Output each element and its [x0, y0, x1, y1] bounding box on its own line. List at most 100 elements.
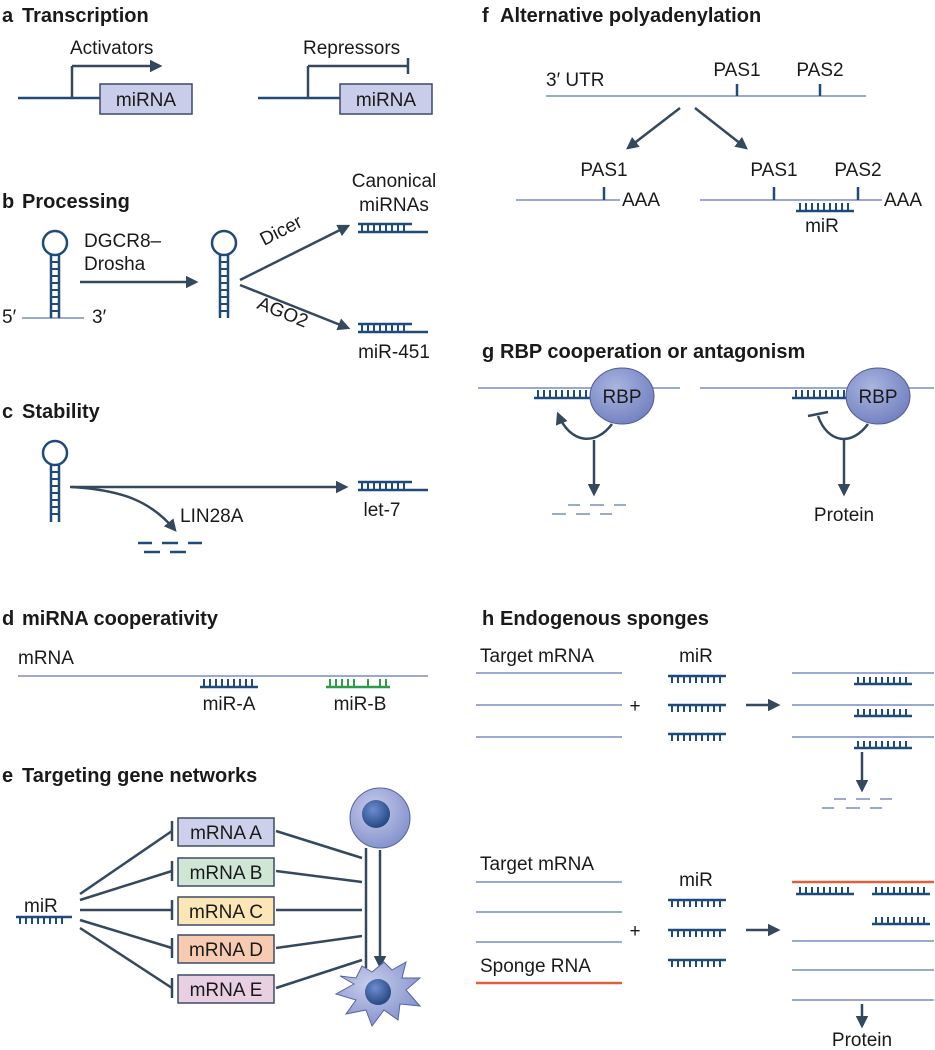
aaa-long: AAA [884, 190, 922, 211]
g-degraded-fragments [552, 504, 626, 515]
target-box-label-1: mRNA A [190, 823, 262, 844]
g-protein-label: Protein [814, 505, 874, 526]
panel-d-title: miRNA cooperativity [22, 608, 219, 630]
target-box-5 [177, 974, 275, 1004]
pas1-label-top: PAS1 [713, 60, 760, 81]
panel-h-letter: h [482, 608, 494, 630]
canonical-duplex-rungs [361, 224, 405, 232]
mirna-box-2-label: miRNA [356, 90, 416, 111]
panel-f-title: Alternative polyadenylation [500, 5, 761, 27]
pri-mirna-rungs [51, 261, 59, 312]
panel-c-title: Stability [22, 401, 101, 423]
panel-e: e Targeting gene networks miR mRNA AmRNA… [2, 765, 422, 1028]
target-box-1 [177, 817, 275, 847]
utr-label: 3′ UTR [546, 70, 604, 91]
e-convergence-lines [275, 829, 368, 990]
drosha-label: Drosha [84, 254, 146, 275]
rbp-left-label: RBP [602, 387, 641, 408]
h-free-mir-2-1 [668, 898, 726, 907]
h-free-mir-1-1 [668, 674, 726, 683]
panel-c: c Stability LIN28A let-7 [2, 401, 428, 554]
rbp-cooperation-arrow [555, 411, 614, 440]
h-bound-mir-1-3 [854, 741, 912, 750]
h-plus-2: + [629, 921, 640, 942]
panel-f: f Alternative polyadenylation 3′ UTR PAS… [482, 5, 922, 237]
panel-g: g RBP cooperation or antagonism RBP RBP … [478, 341, 934, 526]
stability-rungs [51, 471, 59, 515]
mir-a-label: miR-A [203, 694, 256, 715]
panel-d: d miRNA cooperativity mRNA miR-A miR-B [2, 608, 428, 715]
target-box-label-5: mRNA E [190, 980, 263, 1001]
h-bound-mirs-1 [854, 677, 912, 750]
e-inhibition-lines [79, 821, 174, 998]
h-free-mir-2-2 [668, 928, 726, 937]
h-target-mrna-label-2: Target mRNA [480, 854, 594, 875]
mir451-duplex-rungs [361, 324, 405, 332]
altered-cell-nucleus [365, 979, 391, 1005]
stability-loop [41, 439, 69, 467]
repressors-label: Repressors [303, 38, 400, 59]
h-degraded-fragments [822, 798, 892, 809]
h-bound-mir-1-1 [854, 677, 912, 686]
panel-g-letter: g [482, 341, 494, 363]
short-utr-arrow [626, 107, 681, 150]
panel-e-title: Targeting gene networks [22, 765, 257, 787]
h-plus-1: + [629, 696, 640, 717]
mir451-label: miR-451 [358, 342, 430, 363]
degraded-fragments [138, 541, 202, 554]
sponge-rna-label: Sponge RNA [480, 956, 591, 977]
ago2-arrow [239, 283, 351, 331]
target-box-label-4: mRNA D [189, 940, 263, 961]
mrna-label: mRNA [18, 648, 74, 669]
activators-label: Activators [70, 38, 153, 59]
panel-a-letter: a [2, 5, 14, 27]
panel-g-title: RBP cooperation or antagonism [500, 341, 805, 363]
target-box-3 [177, 896, 275, 926]
h-protein-label: Protein [832, 1030, 892, 1050]
mir-a-rungs [203, 679, 253, 687]
lin28a-label: LIN28A [180, 506, 244, 527]
normal-cell-nucleus [362, 800, 390, 828]
dicer-label: Dicer [257, 211, 307, 250]
panel-b-letter: b [2, 191, 14, 213]
h-bound-mir-1-2 [854, 709, 912, 718]
panel-b: b Processing 5′ 3′ DGCR8– Drosha Dicer [2, 171, 436, 363]
target-box-label-3: mRNA C [189, 902, 263, 923]
rbp-right [845, 367, 911, 425]
panel-f-letter: f [482, 5, 489, 27]
let7-label: let-7 [364, 500, 401, 521]
three-prime-label: 3′ [92, 307, 107, 328]
h-mir-stack-1 [668, 674, 726, 741]
h-sponge-bound-mir-2 [872, 887, 930, 896]
pri-mirna-loop [41, 229, 69, 257]
five-prime-label: 5′ [2, 307, 17, 328]
mir-b-label: miR-B [334, 694, 387, 715]
h-mir-label-1: miR [679, 646, 713, 667]
rbp-left [589, 367, 655, 425]
mirna-box-1 [99, 83, 193, 115]
let7-duplex-rungs [361, 482, 405, 490]
g-left-mir-rungs [537, 390, 587, 398]
panel-a: a Transcription Activators miRNA Repress… [2, 5, 433, 115]
h-free-mir-1-2 [668, 703, 726, 712]
h-bound-mirs-2 [796, 887, 930, 926]
panel-e-letter: e [2, 765, 13, 787]
panel-b-title: Processing [22, 191, 130, 213]
pas1-label-short: PAS1 [580, 160, 627, 181]
canonical-label-1: Canonical [352, 171, 437, 192]
mirna-box-1-label: miRNA [116, 90, 176, 111]
panel-c-letter: c [2, 401, 13, 423]
pre-mirna-rungs [220, 261, 228, 312]
panel-h-title: Endogenous sponges [500, 608, 709, 630]
lin28a-arrow [71, 485, 177, 532]
h-free-mir-1-3 [668, 732, 726, 741]
rbp-antagonism-curve [816, 415, 870, 441]
dicer-arrow [239, 224, 351, 282]
pre-mirna-loop [210, 229, 238, 257]
target-box-4 [177, 934, 275, 964]
h-mir-label-2: miR [679, 870, 713, 891]
mirna-box-2 [339, 83, 433, 115]
g-right-mir-rungs [795, 390, 845, 398]
f-mir-label: miR [805, 216, 839, 237]
